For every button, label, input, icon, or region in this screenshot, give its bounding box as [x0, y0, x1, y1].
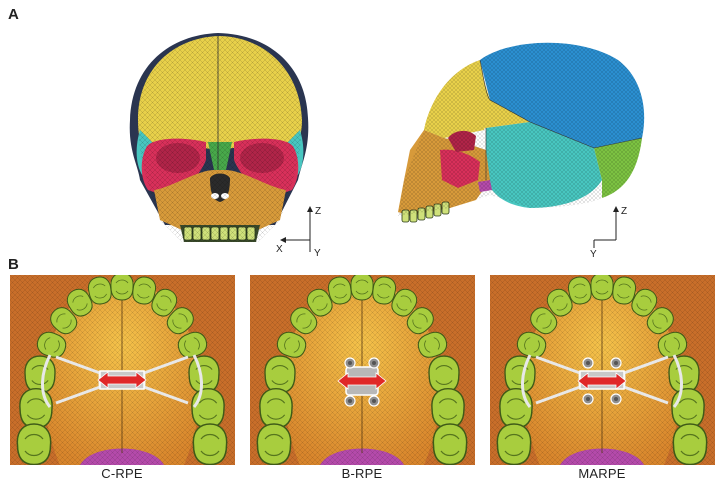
axis-x-label: X [276, 244, 283, 255]
model-b-rpe [250, 275, 475, 465]
axis-z-label: Z [315, 206, 321, 217]
front-axis-triad: Z X Y [270, 200, 330, 260]
panel-a-label: A [8, 6, 19, 23]
model-marpe [490, 275, 715, 465]
model-c-rpe [10, 275, 235, 465]
caption-c-rpe: C-RPE [22, 466, 222, 481]
side-axis-triad: Z Y [580, 200, 640, 260]
caption-b-rpe: B-RPE [262, 466, 462, 481]
caption-marpe: MARPE [502, 466, 702, 481]
palate-models [10, 275, 715, 465]
side-axis-y-label: Y [590, 249, 597, 260]
axis-y-label: Y [314, 248, 321, 259]
panel-b-label: B [8, 256, 19, 273]
side-axis-z-label: Z [621, 206, 627, 217]
